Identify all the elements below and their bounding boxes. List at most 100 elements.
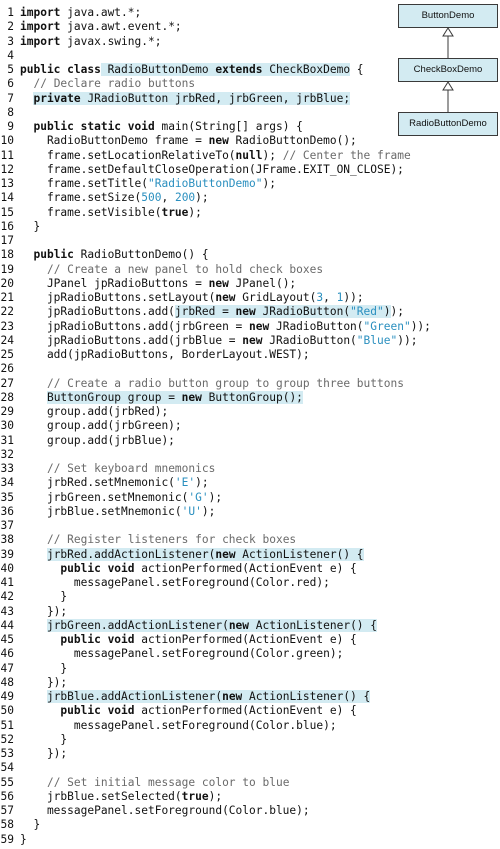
keyword-token: null (235, 148, 263, 162)
code-token: frame.setVisible( (20, 205, 162, 219)
code-text: import java.awt.*; (20, 6, 141, 20)
code-text: jrbGreen.addActionListener(new ActionLis… (20, 618, 378, 633)
line-number: 3 (7, 34, 14, 48)
code-token: ); (208, 490, 223, 504)
code-text: } (20, 833, 27, 847)
code-token (20, 248, 33, 261)
code-token: actionPerformed(ActionEvent e) { (134, 704, 357, 718)
line-number: 7 (7, 91, 14, 105)
code-line: 57 messagePanel.setForeground(Color.blue… (0, 804, 500, 818)
code-line: 8 (0, 106, 500, 120)
code-line: 56 jrbBlue.setSelected(true); (0, 790, 500, 804)
code-text: }); (20, 605, 67, 619)
keyword-token: private (33, 91, 81, 105)
code-text: messagePanel.setForeground(Color.red); (20, 576, 330, 590)
line-number: 42 (0, 590, 14, 604)
code-text: frame.setDefaultCloseOperation(JFrame.EX… (20, 163, 404, 177)
line-number: 16 (0, 219, 14, 233)
code-text: jrbBlue.setSelected(true); (20, 790, 222, 804)
code-line: 33 // Set keyboard mnemonics (0, 462, 500, 476)
keyword-token: import (20, 20, 61, 34)
code-text: RadioButtonDemo frame = new RadioButtonD… (20, 134, 357, 148)
code-text: // Declare radio buttons (20, 77, 195, 91)
code-token: jpRadioButtons.setLayout( (20, 291, 216, 304)
code-line: 31 group.add(jrbBlue); (0, 434, 500, 448)
code-line: 30 group.add(jrbGreen); (0, 419, 500, 433)
code-token: ActionListener() { (242, 690, 371, 703)
code-line: 14 frame.setSize(500, 200); (0, 191, 500, 205)
code-token: messagePanel.setForeground(Color.blue); (20, 718, 337, 732)
line-number: 33 (0, 462, 14, 475)
code-line: 49 jrbBlue.addActionListener(new ActionL… (0, 690, 500, 704)
line-number: 11 (0, 148, 14, 162)
code-text: } (20, 220, 40, 234)
literal-token: 'G' (188, 490, 209, 504)
code-line: 37 (0, 519, 500, 533)
code-token: { (350, 63, 364, 76)
code-text: ButtonGroup group = new ButtonGroup(); (20, 390, 303, 405)
code-token (20, 77, 33, 90)
line-number: 22 (0, 305, 14, 319)
keyword-token: new (208, 134, 229, 148)
line-number: 45 (0, 633, 14, 646)
code-text: JPanel jpRadioButtons = new JPanel(); (20, 277, 296, 291)
code-token: JPanel jpRadioButtons = (20, 276, 209, 290)
code-text: messagePanel.setForeground(Color.blue); (20, 719, 337, 733)
code-token: frame.setSize( (20, 191, 142, 205)
comment-token: // Set keyboard mnemonics (46, 462, 216, 475)
code-token: actionPerformed(ActionEvent e) { (134, 561, 357, 575)
code-token: , (161, 191, 175, 205)
comment-token: // Set initial message color to blue (46, 775, 290, 789)
line-number: 52 (0, 732, 14, 746)
line-number: 28 (0, 390, 14, 404)
code-token: messagePanel.setForeground(Color.green); (20, 647, 344, 661)
code-token: }); (20, 747, 68, 760)
code-line: 19 // Create a new panel to hold check b… (0, 263, 500, 277)
code-token: java.awt.*; (60, 6, 142, 19)
code-token: } (20, 219, 41, 233)
code-token: GridLayout( (235, 291, 317, 304)
code-line: 53 }); (0, 747, 500, 761)
code-text: } (20, 590, 67, 604)
code-text: }); (20, 747, 67, 761)
code-token: java.awt.event.*; (60, 20, 182, 34)
code-token: ); (201, 504, 216, 518)
code-token: }); (20, 675, 68, 689)
keyword-token: import (20, 6, 61, 19)
line-number: 26 (0, 362, 14, 376)
code-line: 15 frame.setVisible(true); (0, 206, 500, 220)
code-text: // Create a new panel to hold check boxe… (20, 263, 323, 277)
code-line: 22 jpRadioButtons.add(jrbRed = new JRadi… (0, 305, 500, 319)
code-line: 36 jrbBlue.setMnemonic('U'); (0, 505, 500, 519)
keyword-token: new (222, 690, 243, 703)
line-number: 9 (7, 120, 14, 133)
code-token: group.add(jrbRed); (20, 405, 169, 418)
code-token: messagePanel.setForeground(Color.red); (20, 576, 330, 589)
comment-token: // Register listeners for check boxes (46, 533, 297, 547)
code-line: 47 } (0, 662, 500, 676)
code-token: jpRadioButtons.add( (20, 305, 175, 319)
code-line: 28 ButtonGroup group = new ButtonGroup()… (0, 390, 500, 405)
line-number: 43 (0, 604, 14, 618)
code-token: ButtonGroup(); (201, 390, 303, 404)
line-number: 15 (0, 205, 14, 219)
code-token: } (20, 590, 68, 604)
code-token (20, 92, 33, 105)
line-number: 59 (0, 832, 14, 846)
keyword-token: new (228, 618, 250, 632)
literal-token: 1 (336, 291, 344, 304)
code-token: frame.setLocationRelativeTo( (20, 148, 236, 162)
code-line: 26 (0, 362, 500, 376)
code-text: } (20, 818, 40, 832)
literal-token: 'U' (181, 504, 202, 518)
code-line: 13 frame.setTitle("RadioButtonDemo"); (0, 177, 500, 191)
keyword-token: public static void (33, 120, 155, 133)
code-token: } (20, 732, 68, 746)
code-token: JRadioButton( (269, 319, 364, 333)
keyword-token: new (235, 305, 256, 319)
code-line: 12 frame.setDefaultCloseOperation(JFrame… (0, 163, 500, 177)
code-token: jrbBlue.addActionListener( (46, 690, 223, 703)
